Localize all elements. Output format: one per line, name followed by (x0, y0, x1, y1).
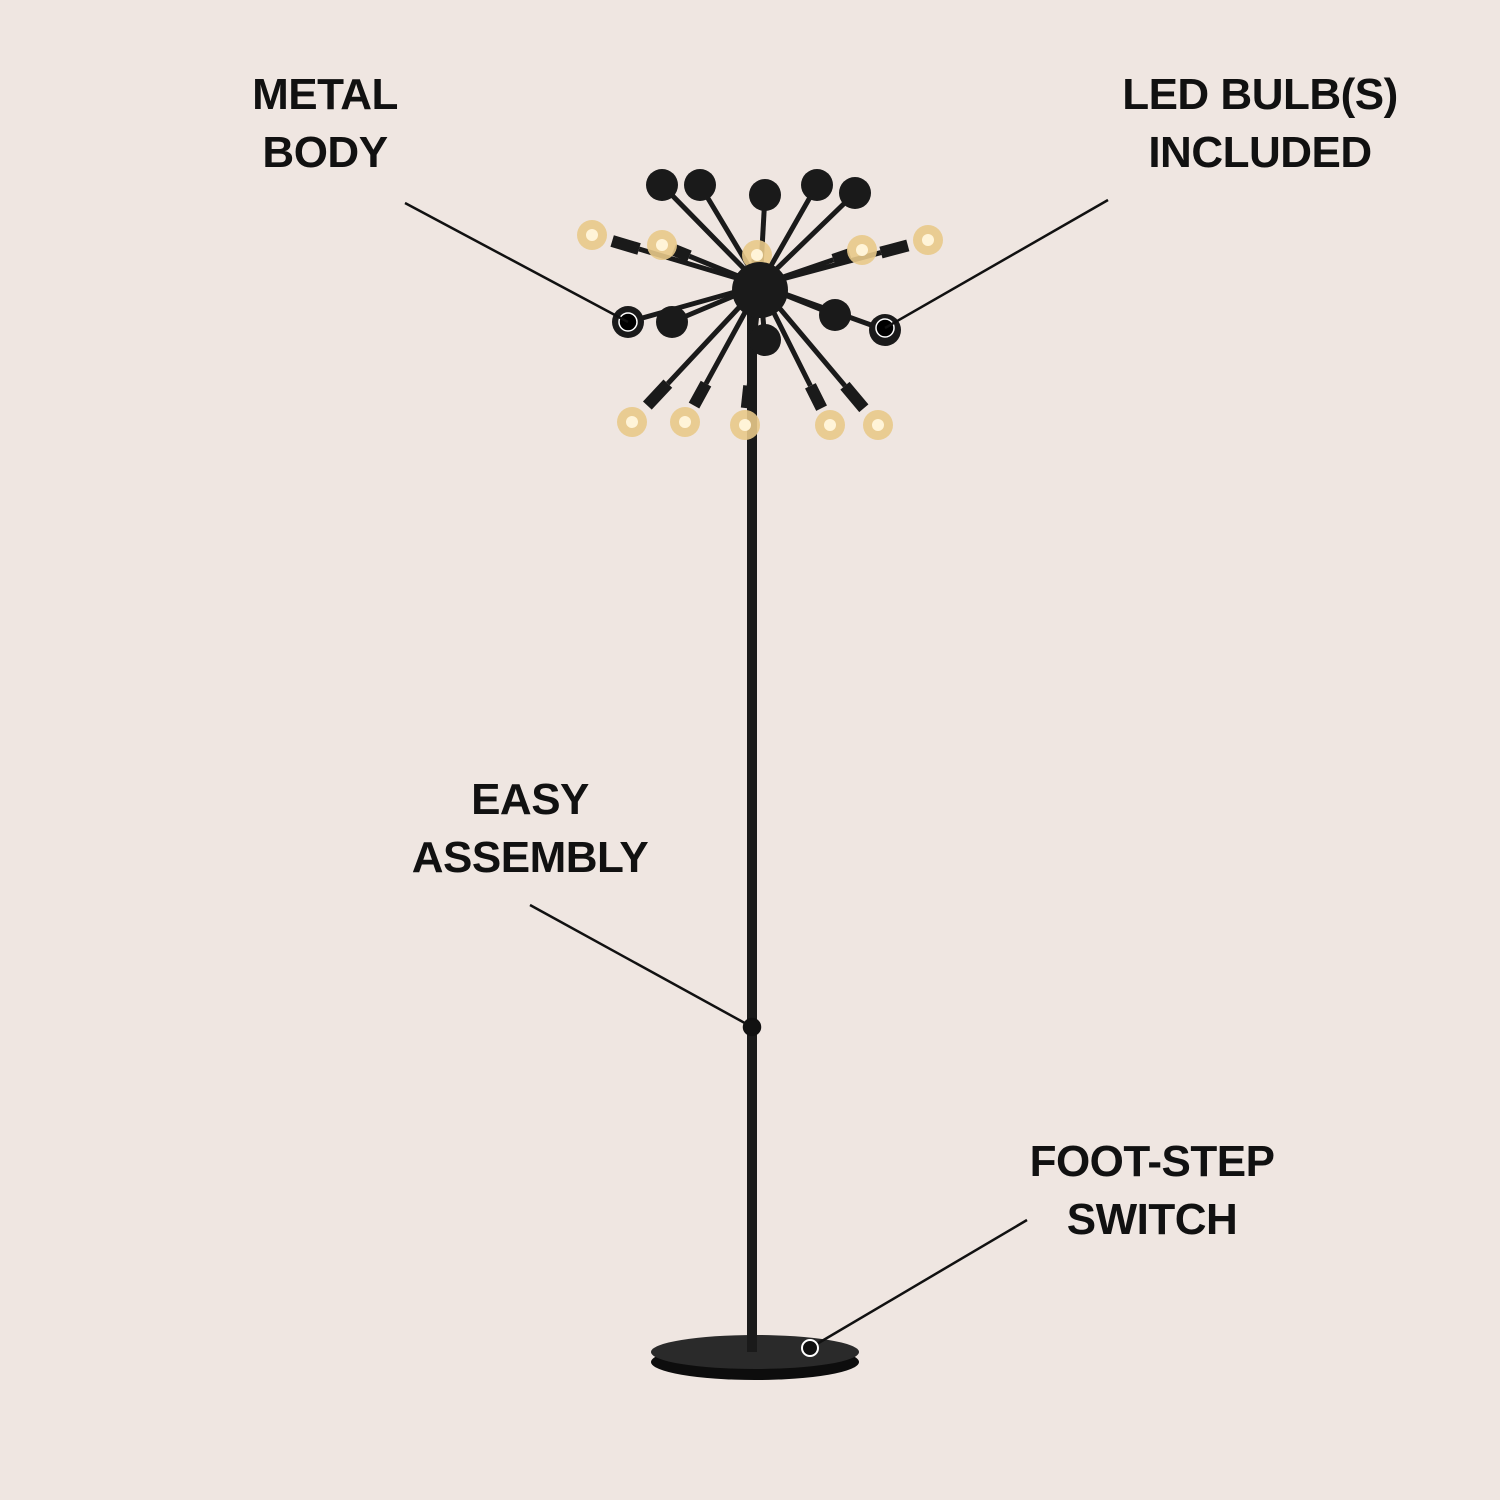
callout-text: LED BULB(S) (1122, 70, 1398, 119)
bulb-filament (824, 419, 836, 431)
bulb-filament (922, 234, 934, 246)
bulb-filament (872, 419, 884, 431)
callout-text: FOOT-STEP (1029, 1137, 1275, 1186)
bulb-filament (586, 229, 598, 241)
bulb-filament (739, 419, 751, 431)
lamp-ball (819, 299, 851, 331)
callout-line-led-bulbs (884, 198, 1109, 330)
callout-dot (742, 1017, 762, 1037)
callout-line-foot-step (809, 1218, 1028, 1350)
lamp-hub (732, 262, 788, 318)
lamp-ball (684, 169, 716, 201)
lamp-ball (656, 306, 688, 338)
lamp-pole (747, 300, 757, 1352)
callout-line-metal-body (404, 201, 629, 324)
bulb-filament (751, 249, 763, 261)
lamp-ball (749, 179, 781, 211)
bulb-socket (740, 385, 756, 409)
sputnik-floor-lamp (577, 169, 943, 1380)
bulb-filament (626, 416, 638, 428)
lamp-ball (749, 324, 781, 356)
bulb-socket (805, 383, 827, 411)
bulb-socket (879, 239, 910, 259)
lamp-ball (839, 177, 871, 209)
lamp-ball (801, 169, 833, 201)
callout-foot-step-switch: FOOT-STEP SWITCH (1030, 1133, 1275, 1249)
callout-easy-assembly: EASY ASSEMBLY (411, 771, 649, 887)
bulb-socket (671, 244, 692, 262)
bulb-filament (856, 244, 868, 256)
bulb-filament (656, 239, 668, 251)
callout-text: ASSEMBLY (411, 833, 649, 882)
bulb-filament (679, 416, 691, 428)
callout-text: BODY (262, 128, 388, 177)
bulb-socket (831, 248, 852, 266)
callout-dot (801, 1339, 819, 1357)
callout-line-easy-assembly (529, 903, 753, 1029)
callout-metal-body: METAL BODY (252, 66, 398, 182)
callout-text: INCLUDED (1148, 128, 1372, 177)
lamp-ball (646, 169, 678, 201)
callout-led-bulbs: LED BULB(S) INCLUDED (1122, 66, 1398, 182)
bulb-socket (840, 381, 869, 413)
bulb-socket (610, 235, 641, 255)
callout-text: SWITCH (1066, 1195, 1238, 1244)
bulb-socket (642, 379, 673, 410)
bulb-socket (688, 380, 712, 409)
callout-text: METAL (252, 70, 398, 119)
callout-lines (404, 198, 1109, 1357)
callout-text: EASY (471, 775, 589, 824)
